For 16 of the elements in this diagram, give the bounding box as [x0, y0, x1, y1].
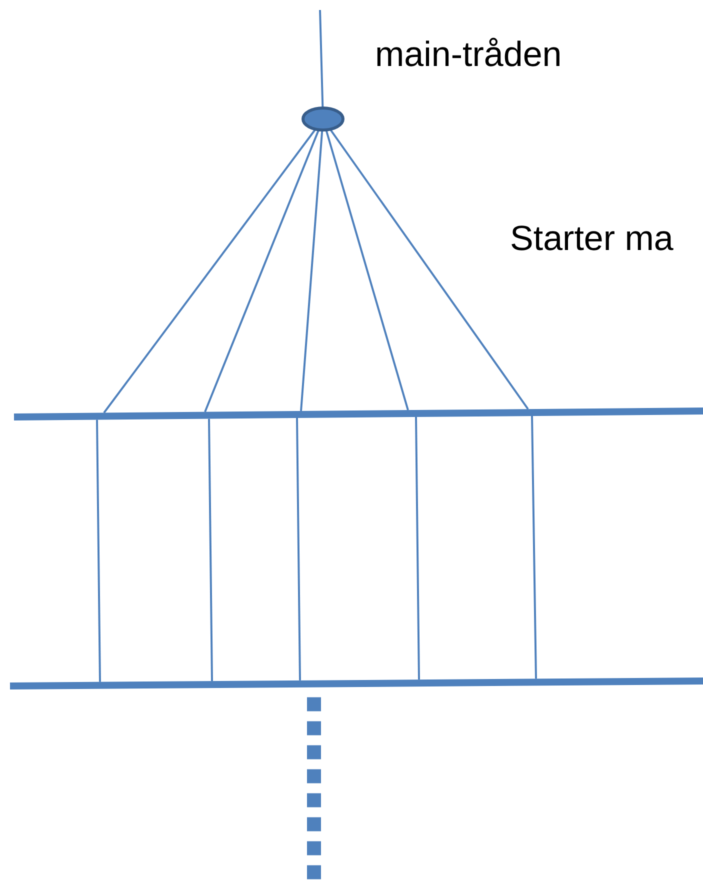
text-label: main-tråden [375, 34, 562, 76]
connector-line [531, 416, 537, 679]
connector-line [300, 130, 324, 412]
connector-line [103, 129, 316, 414]
connector-line [204, 130, 320, 412]
connector-line [325, 130, 409, 410]
connector-line [296, 418, 301, 680]
connector-line [330, 130, 529, 410]
connector-line [319, 10, 324, 108]
bar-line [14, 408, 703, 420]
connector-line [96, 420, 101, 682]
bar-line [10, 678, 703, 690]
connector-line [208, 418, 213, 682]
node-ellipse [302, 106, 344, 132]
connector-line [415, 416, 420, 680]
text-label: Starter ma [510, 218, 674, 260]
